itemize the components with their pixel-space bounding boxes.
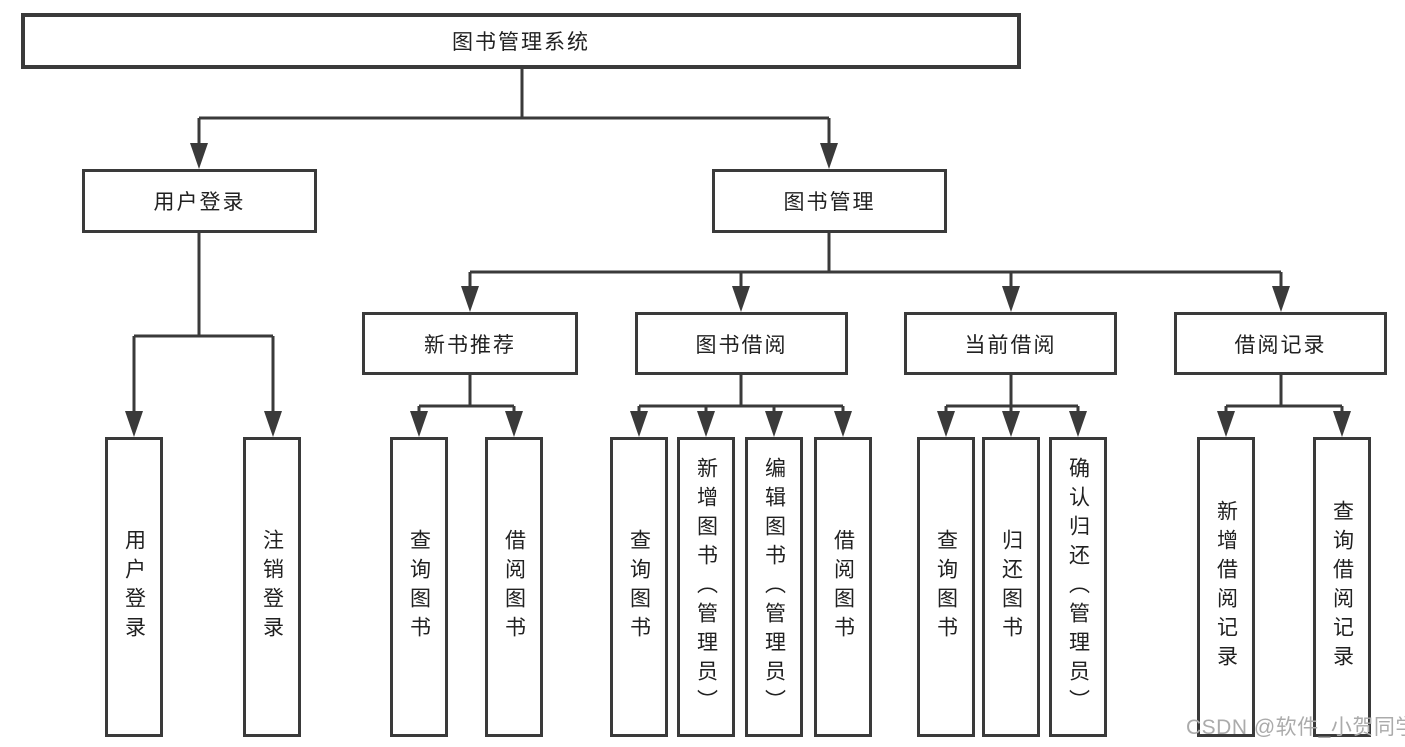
node-label: 图书管理 — [783, 191, 876, 214]
node-label: 新增图书（管理员） — [694, 456, 718, 718]
node-label: 图书管理系统 — [452, 31, 590, 54]
node-label: 用户登录 — [122, 529, 146, 645]
node-user-login: 用户登录 — [82, 169, 317, 233]
node-library-management-system: 图书管理系统 — [21, 13, 1021, 69]
node-return-book: 归还图书 — [982, 437, 1040, 737]
node-borrow-books: 借阅图书 — [485, 437, 543, 737]
node-label: 借阅记录 — [1234, 333, 1327, 357]
node-label: 用户登录 — [153, 191, 246, 214]
node-label: 查询图书 — [627, 529, 651, 645]
node-label: 新书推荐 — [424, 333, 516, 357]
node-query-borrow-record: 查询借阅记录 — [1313, 437, 1371, 737]
node-label: 当前借阅 — [964, 333, 1057, 357]
node-label: 归还图书 — [999, 529, 1023, 645]
node-book-borrowing: 图书借阅 — [635, 312, 848, 375]
node-label: 查询图书 — [934, 529, 958, 645]
node-label: 新增借阅记录 — [1214, 500, 1238, 674]
node-label: 借阅图书 — [831, 529, 855, 645]
node-book-management: 图书管理 — [712, 169, 947, 233]
node-add-book-admin: 新增图书（管理员） — [677, 437, 735, 737]
node-new-book-recommendation: 新书推荐 — [362, 312, 578, 375]
node-confirm-return-admin: 确认归还（管理员） — [1049, 437, 1107, 737]
node-label: 图书借阅 — [695, 333, 788, 357]
node-query-books: 查询图书 — [390, 437, 448, 737]
node-label: 注销登录 — [260, 529, 284, 645]
watermark: CSDN @软件_小贺同学 — [1186, 716, 1405, 739]
node-query-books: 查询图书 — [610, 437, 668, 737]
arrowheads — [125, 143, 1351, 437]
node-label: 查询图书 — [407, 529, 431, 645]
node-logout: 注销登录 — [243, 437, 301, 737]
node-label: 查询借阅记录 — [1330, 500, 1354, 674]
node-current-borrowing: 当前借阅 — [904, 312, 1117, 375]
node-login: 用户登录 — [105, 437, 163, 737]
node-edit-book-admin: 编辑图书（管理员） — [745, 437, 803, 737]
node-add-borrow-record: 新增借阅记录 — [1197, 437, 1255, 737]
node-query-books: 查询图书 — [917, 437, 975, 737]
node-borrow-books: 借阅图书 — [814, 437, 872, 737]
node-label: 借阅图书 — [502, 529, 526, 645]
node-label: 确认归还（管理员） — [1066, 456, 1090, 718]
node-borrowing-records: 借阅记录 — [1174, 312, 1387, 375]
node-label: 编辑图书（管理员） — [762, 456, 786, 718]
